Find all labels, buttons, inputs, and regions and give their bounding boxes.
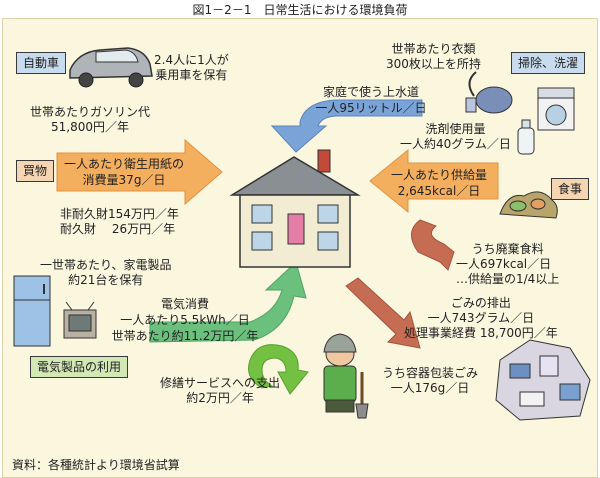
car-label: 自動車	[16, 52, 67, 74]
garbage-line2: 一人743グラム／日	[427, 311, 535, 325]
tissue-text: 一人あたり衛生用紙の 消費量37g／日	[64, 156, 184, 188]
detergent-bottle-icon	[517, 119, 535, 155]
detergent-line2: 一人約40グラム／日	[400, 137, 511, 151]
car-icon	[69, 47, 153, 88]
food-waste-text: うち廃棄食料 一人697kcal／日 …供給量の1/4以上	[456, 242, 559, 287]
shopping-label: 買物	[16, 160, 55, 182]
garbage-text: ごみの排出 一人743グラム／日 処理事業経費 18,700円／年	[404, 296, 558, 341]
food-waste-line3: …供給量の1/4以上	[456, 272, 560, 286]
packaging-line2: 一人176g／日	[390, 381, 470, 395]
food-arrow	[369, 148, 499, 214]
food-waste-line2: 一人697kcal／日	[456, 257, 552, 271]
water-arrow	[270, 99, 423, 153]
durables-text: 非耐久財154万円／年 耐久財 26万円／年	[60, 207, 179, 237]
garbage-line1: ごみの排出	[450, 296, 511, 310]
tv-icon	[63, 301, 97, 339]
durables-line1: 非耐久財154万円／年	[60, 207, 179, 221]
gasoline-line1: 世帯あたりガソリン代	[30, 105, 151, 119]
car-ownership-text: 2.4人に1人が 乗用車を保有	[154, 53, 229, 83]
worker-icon	[323, 333, 369, 419]
electricity-line3: 世帯あたり約11.2万円／年	[111, 329, 259, 343]
electricity-line2: 一人あたり5.5kWh／日	[120, 313, 250, 327]
repair-loop-icon	[248, 344, 309, 395]
car-ownership-line2: 乗用車を保有	[155, 68, 228, 82]
clothes-text: 世帯あたり衣類 300枚以上を所持	[386, 42, 481, 72]
appliance-count-line2: 約21台を保有	[68, 273, 144, 287]
vacuum-icon	[465, 71, 513, 114]
food-pile-icon	[499, 191, 558, 219]
clothes-line1: 世帯あたり衣類	[391, 42, 476, 56]
electricity-arrow	[149, 261, 307, 343]
gasoline-text: 世帯あたりガソリン代 51,800円／年	[30, 105, 150, 135]
repair-text: 修繕サービスへの支出 約2万円／年	[160, 376, 280, 406]
food-supply-line2: 2,645kcal／日	[397, 184, 481, 198]
electricity-text: 電気消費 一人あたり5.5kWh／日 世帯あたり約11.2万円／年	[110, 296, 260, 344]
packaging-line1: うち容器包装ごみ	[382, 366, 479, 380]
repair-line1: 修繕サービスへの支出	[160, 376, 281, 390]
cleaning-label: 掃除、洗濯	[511, 52, 586, 74]
appliance-count-line1: 一世帯あたり、家電製品	[40, 258, 172, 272]
water-line2: 一人95リットル／日	[315, 101, 427, 115]
car-ownership-line1: 2.4人に1人が	[154, 53, 229, 67]
water-text: 家庭で使う上水道 一人95リットル／日	[312, 84, 430, 116]
repair-line2: 約2万円／年	[186, 391, 254, 405]
detergent-text: 洗剤使用量 一人約40グラム／日	[400, 122, 511, 152]
figure-title: 図1－2－1 日常生活における環境負荷	[192, 3, 408, 17]
water-line1: 家庭で使う上水道	[322, 85, 419, 99]
gasoline-line2: 51,800円／年	[51, 120, 129, 134]
appliances-label: 電気製品の利用	[30, 356, 129, 378]
meals-label: 食事	[551, 178, 590, 200]
washing-machine-icon	[537, 87, 575, 131]
clothes-line2: 300枚以上を所持	[386, 57, 481, 71]
food-supply-text: 一人あたり供給量 2,645kcal／日	[384, 167, 494, 199]
detergent-line1: 洗剤使用量	[425, 122, 486, 136]
garbage-pile-icon	[495, 339, 591, 421]
appliance-count-text: 一世帯あたり、家電製品 約21台を保有	[40, 258, 172, 288]
tissue-line2: 消費量37g／日	[82, 173, 166, 187]
waste-arrow-upper	[411, 219, 455, 271]
shopping-arrow	[56, 138, 223, 206]
food-waste-line1: うち廃棄食料	[471, 242, 544, 256]
durables-line2: 耐久財 26万円／年	[60, 222, 176, 236]
garbage-line3: 処理事業経費 18,700円／年	[404, 326, 558, 340]
source-note: 資料：各種統計より環境省試算	[12, 458, 180, 472]
electricity-line1: 電気消費	[160, 297, 209, 311]
food-supply-line1: 一人あたり供給量	[390, 168, 487, 182]
packaging-text: うち容器包装ごみ 一人176g／日	[382, 366, 478, 396]
refrigerator-icon	[13, 275, 51, 347]
house-icon	[229, 149, 361, 268]
tissue-line1: 一人あたり衛生用紙の	[64, 157, 185, 171]
waste-arrow-lower	[345, 277, 421, 349]
